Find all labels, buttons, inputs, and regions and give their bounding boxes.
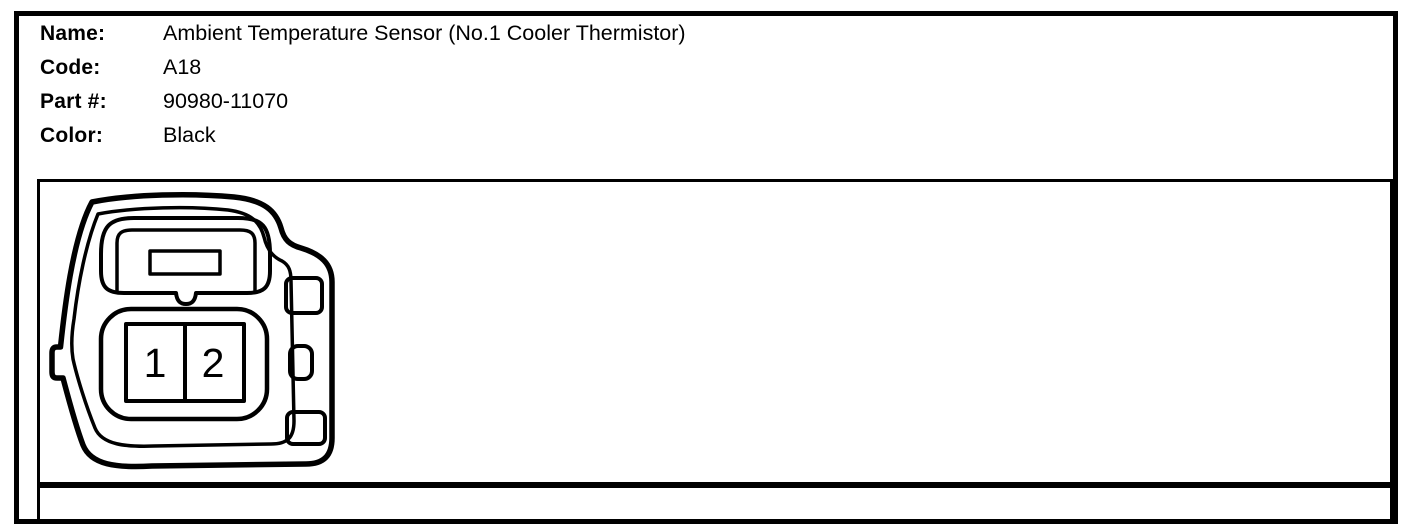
field-label: Name: xyxy=(40,22,106,45)
field-value: Black xyxy=(163,123,216,147)
connector-outer-shell xyxy=(49,191,335,470)
field-label: Code: xyxy=(40,56,101,79)
field-label: Color: xyxy=(40,124,104,147)
lock-cap-inner-rim xyxy=(115,228,257,294)
field-value: 90980-11070 xyxy=(163,89,289,113)
connector-drawing-icon: 1 2 xyxy=(49,191,335,470)
connector-diagram-panel: 1 2 xyxy=(37,179,1393,485)
pin-1-label: 1 xyxy=(144,340,167,386)
field-value: A18 xyxy=(163,55,202,79)
connector-header: Name: Ambient Temperature Sensor (No.1 Co… xyxy=(40,16,1240,152)
pin-cavity-area xyxy=(98,306,270,422)
right-upper-tab xyxy=(284,276,324,315)
empty-pin-table-row xyxy=(37,485,1393,522)
field-row-part-number: Part #: 90980-11070 xyxy=(40,84,1240,118)
field-label: Part #: xyxy=(40,90,107,113)
right-middle-bump xyxy=(288,344,314,381)
connector-lock-cap xyxy=(99,216,272,306)
lock-tab-slot xyxy=(148,249,222,276)
right-lower-tab xyxy=(285,410,327,446)
field-row-name: Name: Ambient Temperature Sensor (No.1 Co… xyxy=(40,16,1240,50)
pin-2-label: 2 xyxy=(202,340,225,386)
field-row-color: Color: Black xyxy=(40,118,1240,152)
field-value: Ambient Temperature Sensor (No.1 Cooler … xyxy=(163,21,686,45)
field-row-code: Code: A18 xyxy=(40,50,1240,84)
